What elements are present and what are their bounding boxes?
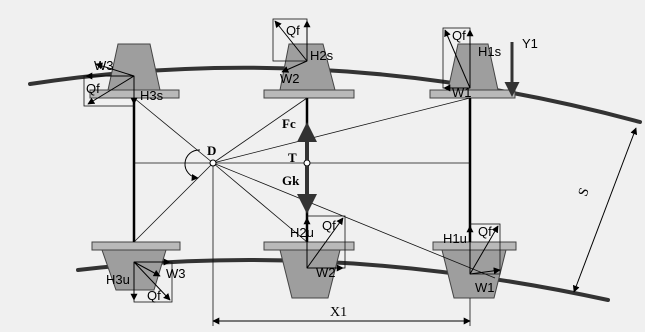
label-t: T [288,150,297,165]
upper-mid-plate [263,89,355,99]
label-w1-top: W1 [452,85,472,100]
label-gk: Gk [282,173,300,188]
label-qf-upper-mid: Qf [286,23,300,38]
lower-left-plate [91,241,181,251]
label-w2-top: W2 [280,71,300,86]
label-w1-bottom: W1 [475,280,495,295]
qf-box-lower-mid [303,215,346,272]
point-t [303,159,311,167]
label-h2u: H2u [290,225,314,240]
label-qf-lower-left: Qf [147,288,161,303]
radial-lines-from-d [133,97,496,326]
label-s: S [576,186,593,198]
qf-box-upper-left [83,62,138,107]
label-w2-bottom: W2 [316,265,336,280]
upper-right-plate [429,89,516,99]
label-x1: X1 [330,305,347,320]
qf-box-upper-right [442,27,474,92]
label-y1: Y1 [522,36,538,51]
label-d: D [207,143,216,158]
qf-box-lower-right [466,223,501,275]
label-h3s: H3s [140,88,164,103]
label-qf-lower-mid: Qf [322,218,336,233]
label-qf-upper-left: Qf [86,81,100,96]
rotation-arrow [184,149,201,182]
label-w3-bottom: W3 [166,266,186,281]
label-h2s: H2s [310,48,334,63]
s-dimension-line [572,127,638,293]
label-qf-upper-right: Qf [452,28,466,43]
label-h3u: H3u [106,272,130,287]
point-d [209,159,217,167]
qf-box-upper-mid [272,18,311,73]
label-fc: Fc [282,116,296,131]
label-qf-lower-right: Qf [478,224,492,239]
qf-box-lower-left [130,258,173,303]
label-h1u: H1u [443,231,467,246]
label-h1s: H1s [478,44,502,59]
lower-mid-plate [263,241,355,251]
label-w3-top: W3 [94,58,114,73]
